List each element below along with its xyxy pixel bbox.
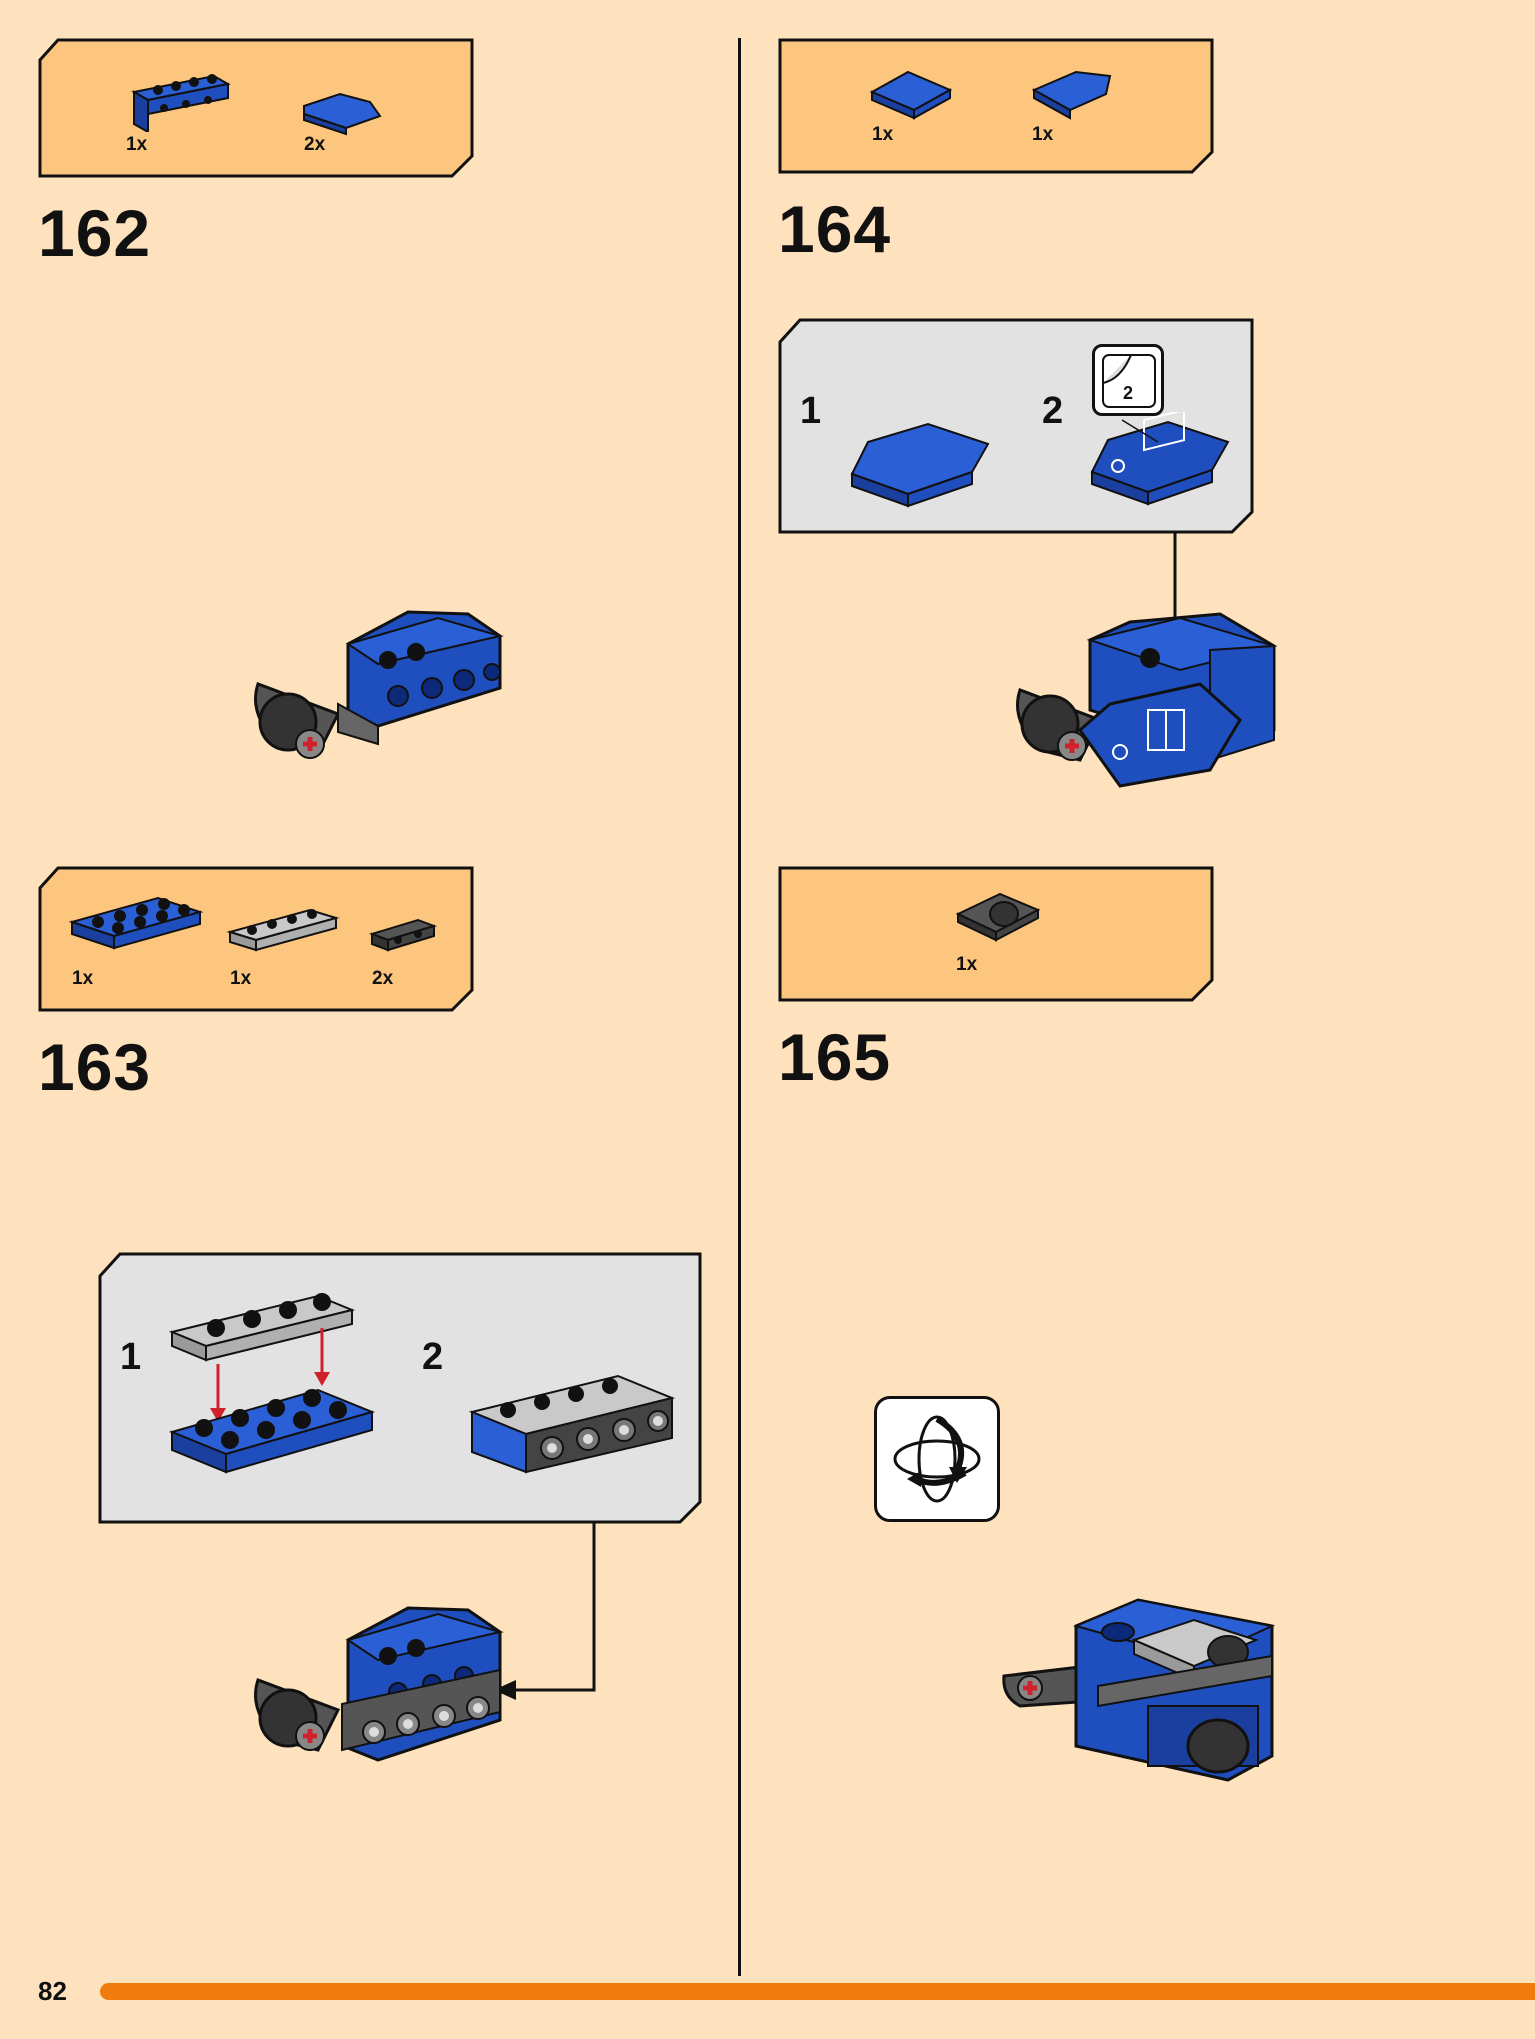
step-number: 162: [38, 196, 152, 270]
sub-assembly-callout-164: 1 2 2: [778, 318, 1254, 534]
parts-box-165: 1x: [778, 866, 1214, 1002]
callout-connector-arrow: [494, 1522, 596, 1700]
part-qty: 1x: [72, 968, 94, 989]
substep-number: 2: [1042, 390, 1064, 432]
model-illustration-163: [254, 1606, 504, 1762]
rotate-model-icon: [874, 1396, 1000, 1522]
substep-number: 2: [422, 1336, 444, 1378]
blue-tile-icon: [869, 70, 953, 120]
sub-assembly-callout-163: 1 2: [98, 1252, 702, 1524]
substep-2-illustration: [1090, 412, 1230, 506]
parts-box-163: 1x 1x 2x: [38, 866, 474, 1012]
substep-number: 1: [800, 390, 822, 432]
parts-box-162: 1x 2x: [38, 38, 474, 178]
model-illustration-165: [1002, 1598, 1276, 1782]
sticker-peel-icon: [1102, 354, 1156, 408]
grey-plate-1x4-icon: [226, 908, 340, 952]
part-qty: 1x: [230, 968, 252, 989]
part-qty: 1x: [1032, 124, 1054, 145]
parts-box-frame: [38, 38, 474, 178]
model-illustration-164: [1016, 612, 1278, 788]
step-number: 165: [778, 1020, 892, 1094]
blue-corner-tile-icon: [303, 92, 382, 136]
step-number: 163: [38, 1030, 152, 1104]
sticker-number: 2: [1123, 383, 1134, 403]
model-illustration-162: [254, 610, 504, 759]
blue-bracket-plate-icon: [131, 74, 231, 132]
blue-plate-2x4-icon: [68, 896, 204, 950]
part-qty: 1x: [872, 124, 894, 145]
rotate-arrows-icon: [893, 1415, 981, 1503]
parts-box-164: 1x 1x: [778, 38, 1214, 174]
page-number: 82: [38, 1976, 67, 2006]
substep-number: 1: [120, 1336, 142, 1378]
step-number: 164: [778, 192, 892, 266]
substep-2-illustration: [468, 1374, 676, 1474]
blue-wedge-tile-icon: [1031, 70, 1112, 120]
part-qty: 2x: [372, 968, 394, 989]
dark-grey-plate-with-round-icon: [955, 892, 1041, 942]
substep-1-illustration: [850, 422, 990, 508]
sticker-badge: 2: [1092, 344, 1164, 416]
column-divider: [738, 38, 741, 1976]
substep-1-illustration: [168, 1293, 376, 1474]
part-qty: 1x: [126, 134, 148, 155]
parts-box-frame: [778, 38, 1214, 174]
part-qty: 2x: [304, 134, 326, 155]
dark-bracket-icon: [368, 918, 438, 952]
part-qty: 1x: [956, 954, 978, 975]
footer-progress-bar: [100, 1983, 1535, 2000]
